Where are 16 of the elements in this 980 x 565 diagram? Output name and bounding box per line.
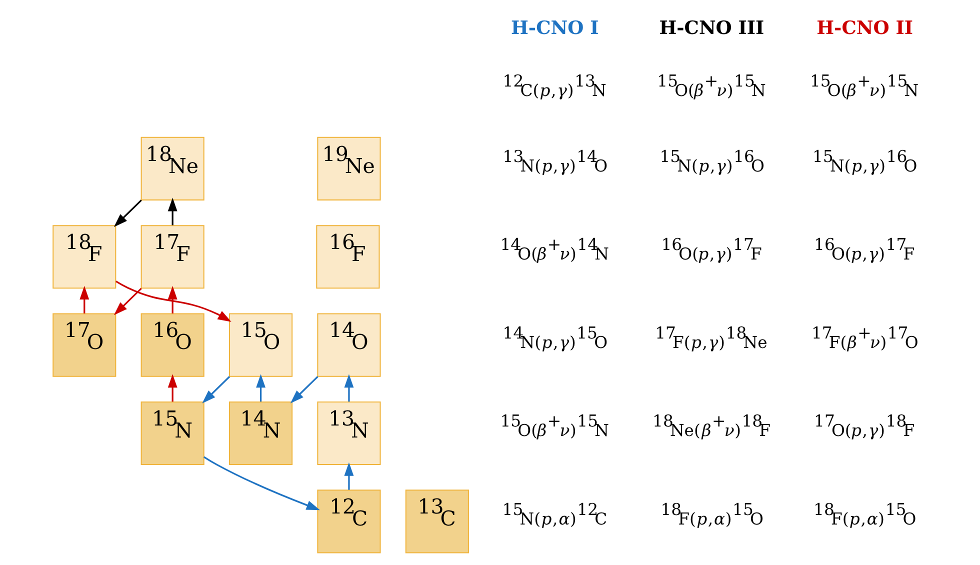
arrow bbox=[167, 286, 177, 314]
label: H-CNO II bbox=[816, 18, 912, 40]
arrow bbox=[167, 198, 177, 226]
arrow bbox=[256, 374, 266, 402]
arrow bbox=[202, 456, 320, 510]
arrow bbox=[113, 200, 142, 227]
arrow bbox=[290, 376, 318, 404]
arrow bbox=[115, 280, 231, 322]
arrow bbox=[344, 462, 354, 490]
label: H-CNO III bbox=[658, 18, 764, 40]
arrow bbox=[202, 376, 230, 404]
arrow bbox=[167, 374, 177, 402]
arrow bbox=[113, 288, 142, 316]
arrow bbox=[79, 286, 89, 314]
label: H-CNO I bbox=[510, 18, 598, 40]
arrow bbox=[344, 374, 354, 402]
